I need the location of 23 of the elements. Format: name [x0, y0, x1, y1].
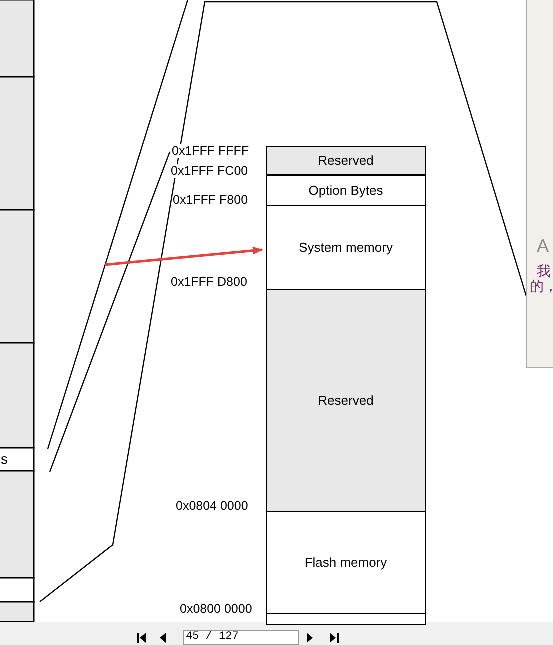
- panel-text: 的，: [530, 278, 553, 296]
- address-label: 0x1FFF D800: [171, 275, 248, 289]
- memory-region: [266, 205, 426, 290]
- memory-region: [266, 146, 426, 175]
- region-label: Reserved: [318, 153, 374, 168]
- region-label: Reserved: [318, 393, 374, 408]
- memory-region: [266, 289, 426, 512]
- panel-heading: A: [537, 236, 550, 257]
- arrow: [104, 246, 263, 266]
- address-label: 0x0804 0000: [176, 499, 248, 513]
- address-label: 0x1FFF FFFF: [172, 144, 250, 158]
- address-label: 0x0800 0000: [180, 602, 252, 616]
- memory-region: [266, 613, 426, 625]
- page-number-field: 45 / 127: [183, 630, 299, 645]
- address-label: 0x1FFF F800: [173, 193, 248, 207]
- region-label: System memory: [299, 240, 393, 255]
- address-label: 0x1FFF FC00: [171, 164, 248, 178]
- memory-region: [266, 175, 426, 206]
- memory-region: [266, 511, 426, 614]
- region-label: Option Bytes: [308, 183, 384, 198]
- region-label: Flash memory: [304, 555, 388, 570]
- panel-text: 我: [537, 263, 551, 280]
- cell-label: s: [1, 451, 8, 467]
